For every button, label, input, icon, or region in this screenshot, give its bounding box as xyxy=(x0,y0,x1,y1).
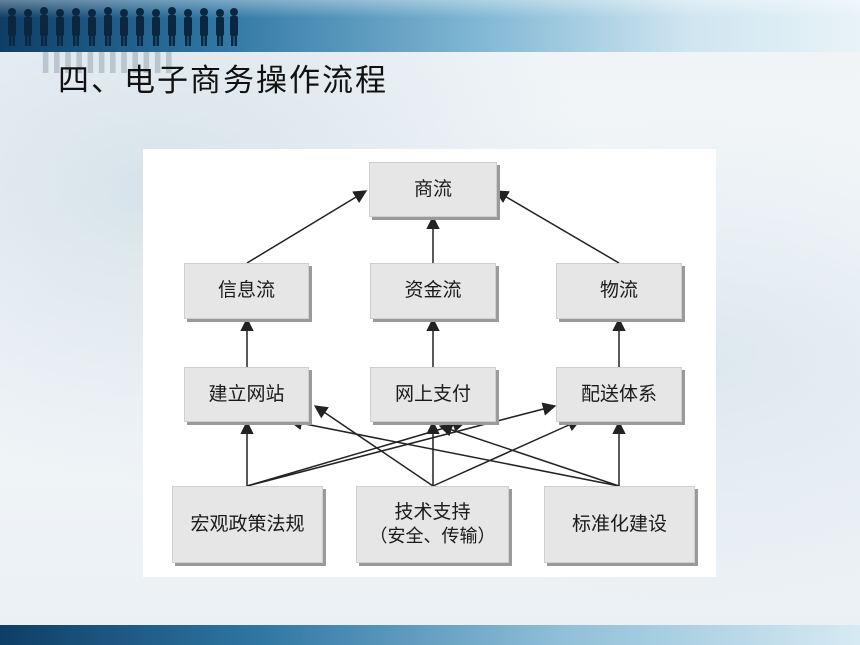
arrow-standard-to-website xyxy=(288,416,620,487)
person-silhouette xyxy=(8,8,16,46)
arrow-tech-to-website xyxy=(313,405,434,487)
node-standardization: 标准化建设 xyxy=(544,486,695,563)
person-silhouette xyxy=(24,9,32,46)
person-silhouette xyxy=(168,7,176,46)
person-silhouette xyxy=(216,9,224,46)
node-info-flow: 信息流 xyxy=(184,263,309,319)
node-policy-law: 宏观政策法规 xyxy=(172,486,323,563)
node-policy-law-label: 宏观政策法规 xyxy=(190,512,305,535)
person-silhouette xyxy=(56,9,64,46)
node-commerce-flow: 商流 xyxy=(369,162,497,217)
header-shine xyxy=(0,0,860,18)
arrow-info-to-commerce xyxy=(246,190,368,264)
node-capital-flow: 资金流 xyxy=(370,263,496,319)
node-commerce-flow-label: 商流 xyxy=(413,177,452,200)
node-online-payment-label: 网上支付 xyxy=(394,382,471,405)
person-silhouette xyxy=(120,9,128,46)
person-silhouette xyxy=(230,8,238,46)
node-tech-support-label: 技术支持 xyxy=(394,500,471,523)
business-people-silhouettes xyxy=(8,7,238,46)
slide-title: 四、电子商务操作流程 xyxy=(58,63,388,99)
person-silhouette xyxy=(104,7,112,46)
node-info-flow-label: 信息流 xyxy=(217,279,275,302)
node-delivery-system-label: 配送体系 xyxy=(580,382,657,405)
person-silhouette xyxy=(184,9,192,46)
arrow-logistics-to-commerce xyxy=(494,190,620,264)
flow-diagram: 商流 信息流 资金流 物流 建立网站 网上支付 配送体系 宏观政策法规 技术支持… xyxy=(143,149,716,577)
node-logistics-flow: 物流 xyxy=(556,263,682,319)
node-build-website: 建立网站 xyxy=(184,367,309,422)
node-delivery-system: 配送体系 xyxy=(556,367,682,422)
arrow-tech-to-delivery xyxy=(432,418,582,487)
node-tech-support-detail: （安全、传输） xyxy=(369,526,496,548)
person-silhouette xyxy=(152,9,160,46)
person-silhouette xyxy=(88,9,96,46)
person-silhouette xyxy=(72,8,80,46)
person-silhouette xyxy=(136,8,144,46)
arrow-standard-to-payment xyxy=(438,423,620,487)
person-silhouette xyxy=(200,8,208,46)
arrow-policy-to-delivery xyxy=(246,402,557,487)
node-online-payment: 网上支付 xyxy=(370,367,496,422)
diagram-connectors xyxy=(240,190,626,487)
node-build-website-label: 建立网站 xyxy=(208,382,285,405)
node-standardization-label: 标准化建设 xyxy=(571,512,667,535)
node-logistics-flow-label: 物流 xyxy=(599,279,638,302)
person-silhouette xyxy=(40,7,48,46)
silhouette-reflection xyxy=(42,52,172,73)
footer-band xyxy=(0,625,860,645)
node-tech-support: 技术支持 （安全、传输） xyxy=(356,486,509,563)
node-capital-flow-label: 资金流 xyxy=(404,279,462,302)
header-band xyxy=(0,0,860,52)
